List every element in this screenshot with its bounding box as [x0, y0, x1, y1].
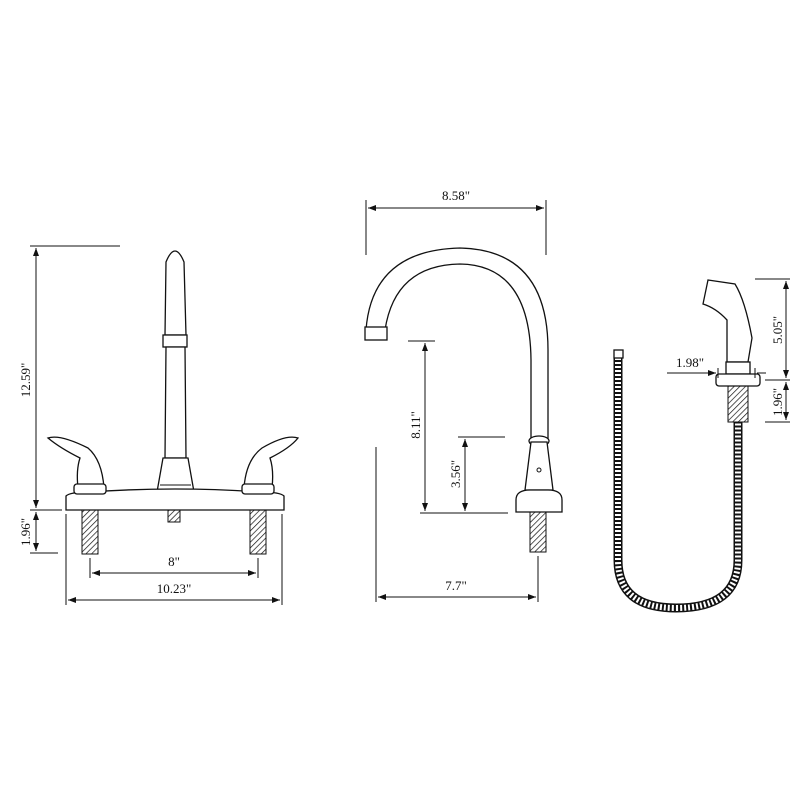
- center-shank: [167, 509, 181, 523]
- sprayer-base: [715, 373, 761, 387]
- spout-reach-label: 8.58": [442, 188, 470, 203]
- left-shank: [81, 509, 99, 555]
- side-base: [515, 489, 563, 513]
- spout-base: [156, 457, 195, 493]
- sprayer-shank-label: 1.96": [770, 388, 785, 416]
- spout-tube-upper: [164, 250, 187, 336]
- center-spread-label: 8": [168, 554, 180, 569]
- right-lever-handle: [243, 436, 300, 489]
- side-shank: [529, 511, 547, 553]
- height-total-label: 12.59": [18, 363, 33, 398]
- sprayer-height-label: 5.05": [770, 316, 785, 344]
- right-shank: [249, 509, 267, 555]
- base-depth-label: 7.7": [445, 578, 467, 593]
- sprayer-head: [702, 279, 753, 363]
- gooseneck-spout: [365, 247, 549, 441]
- base-to-handle-label: 3.56": [448, 460, 463, 488]
- sprayer-hose: [613, 354, 743, 613]
- spout-aerator: [364, 326, 388, 341]
- sprayer-base-diameter-label: 1.98": [676, 355, 704, 370]
- side-view: 8.58" 8.11" 3.56" 7.7": [364, 188, 563, 602]
- spout-tube-lower: [164, 346, 187, 459]
- sprayer-view: 5.05" 1.96" 1.98": [613, 278, 790, 613]
- spout-collar: [162, 334, 188, 348]
- sprayer-shank: [727, 385, 749, 423]
- front-shank-label: 1.96": [18, 518, 33, 546]
- left-lever-handle: [46, 436, 105, 489]
- spout-height-label: 8.11": [408, 411, 423, 439]
- sprayer-collar: [725, 361, 751, 375]
- overall-width-label: 10.23": [157, 581, 192, 596]
- front-view: 12.59" 1.96" 8" 10.23": [18, 245, 300, 605]
- side-body: [524, 441, 554, 491]
